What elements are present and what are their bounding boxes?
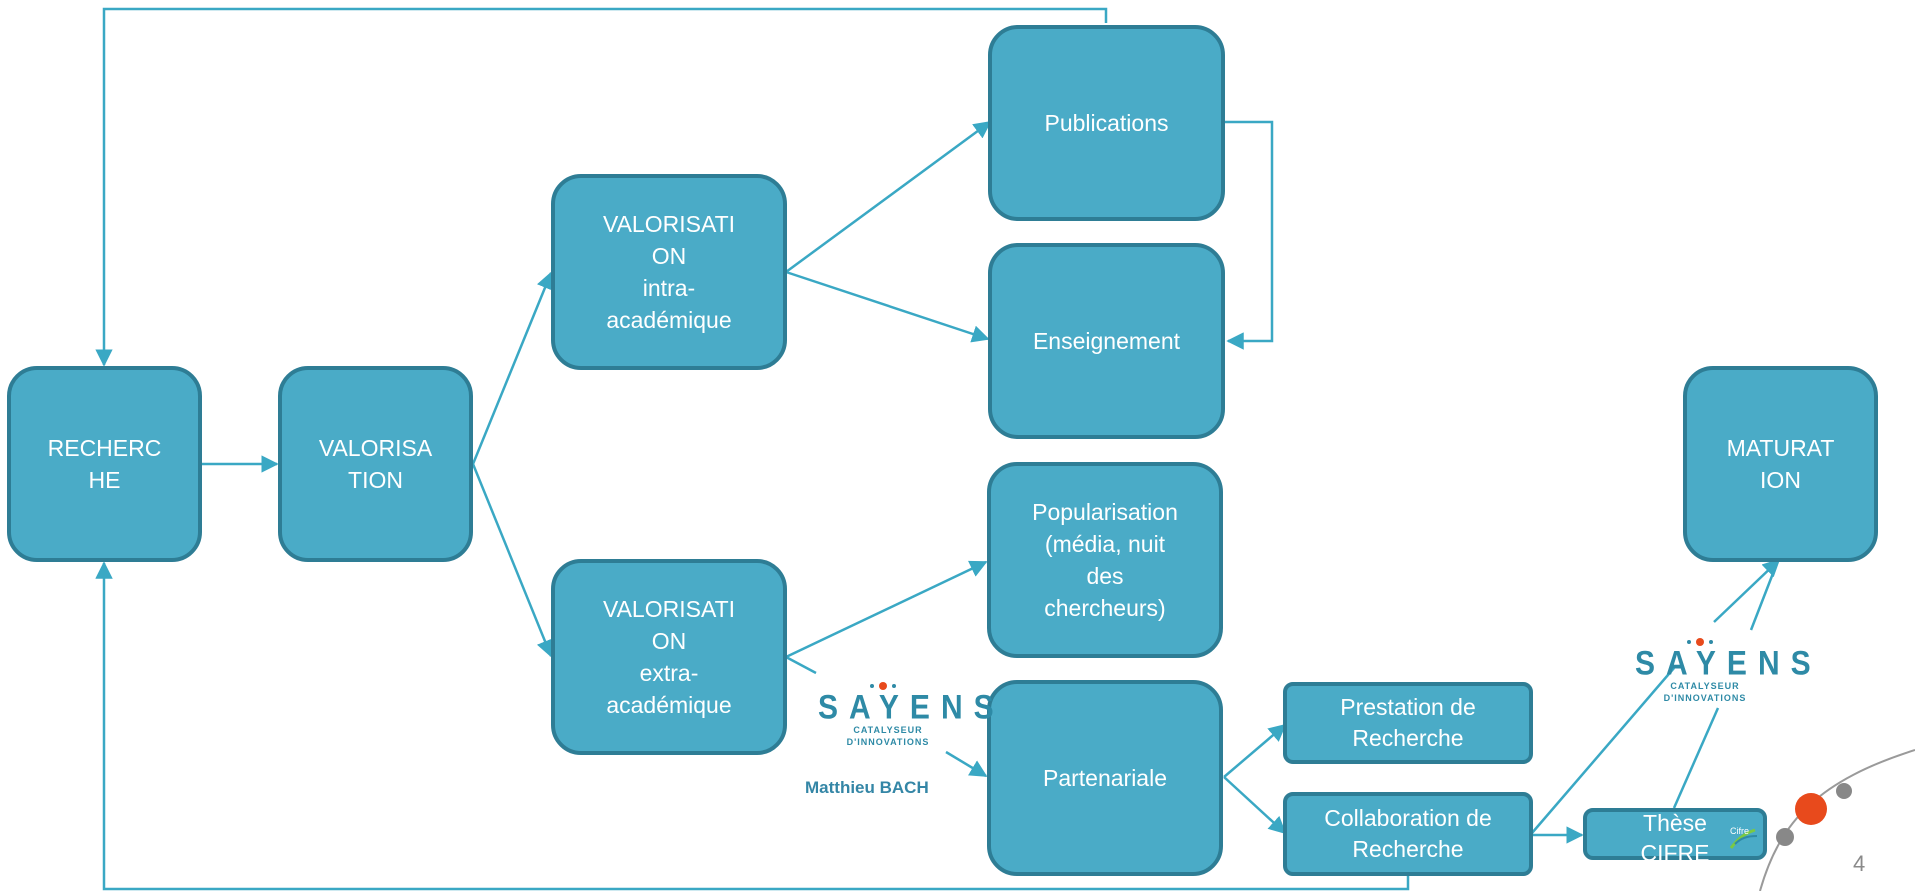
svg-text:Cifre: Cifre xyxy=(1730,826,1749,836)
node-popularisation-label: Popularisation (média, nuit des chercheu… xyxy=(1032,499,1178,621)
node-partenariale: Partenariale xyxy=(987,680,1223,876)
edge-valorisation-to-extra xyxy=(471,463,554,658)
edge-partenariale-to-collaboration xyxy=(1223,776,1287,835)
sayens-logo-left: SAYENS CATALYSEUR D'INNOVATIONS xyxy=(818,680,1005,748)
node-these-cifre-label: Thèse CIFRE xyxy=(1640,810,1710,866)
edge-extra-to-popularisation xyxy=(785,560,988,659)
edge-these-to-maturation xyxy=(1672,707,1720,809)
node-prestation-label: Prestation de Recherche xyxy=(1340,694,1476,751)
sayens-logo-dots xyxy=(818,680,958,692)
sayens-logo-right: SAYENS CATALYSEUR D'INNOVATIONS xyxy=(1635,636,1822,704)
decorative-arc xyxy=(1759,749,1915,891)
sayens-logo-dots-right xyxy=(1635,636,1775,648)
node-valorisation-intra: VALORISATI ON intra- académique xyxy=(551,174,787,370)
node-collaboration: Collaboration de Recherche xyxy=(1283,792,1533,876)
node-recherche-label: RECHERC HE xyxy=(47,435,162,493)
edge-extra-to-partenariale xyxy=(785,655,817,675)
node-maturation: MATURAT ION xyxy=(1683,366,1878,562)
edge-sayens-to-partenariale xyxy=(945,750,988,778)
node-partenariale-label: Partenariale xyxy=(1042,765,1168,791)
cifre-logo-icon: Cifre xyxy=(1729,826,1758,849)
decorative-grey-dot-top xyxy=(1836,783,1852,799)
decorative-corner xyxy=(1759,749,1915,891)
edge-publications-to-enseignement xyxy=(1224,120,1274,350)
edge-valorisation-to-intra xyxy=(471,271,554,465)
person-name: Matthieu BACH xyxy=(805,778,929,797)
node-maturation-label: MATURAT ION xyxy=(1726,435,1835,493)
edge-intra-to-publications xyxy=(785,120,992,274)
node-publications: Publications xyxy=(988,25,1225,221)
edge-sayens-to-maturation-2 xyxy=(1749,562,1779,631)
node-valorisation-intra-label: VALORISATI ON intra- académique xyxy=(602,211,736,333)
node-valorisation-extra-label: VALORISATI ON extra- académique xyxy=(602,596,736,718)
node-valorisation-label: VALORISA TION xyxy=(318,435,433,493)
node-prestation: Prestation de Recherche xyxy=(1283,682,1533,764)
sayens-tagline: CATALYSEUR D'INNOVATIONS xyxy=(846,725,930,747)
edge-collaboration-to-recherche xyxy=(95,561,1410,891)
sayens-brand-text: SAYENS xyxy=(818,688,1005,727)
node-popularisation: Popularisation (média, nuit des chercheu… xyxy=(987,462,1223,658)
sayens-tagline-right: CATALYSEUR D'INNOVATIONS xyxy=(1663,681,1747,703)
edge-sayens-to-maturation-1 xyxy=(1713,558,1781,623)
decorative-grey-dot-left xyxy=(1776,828,1794,846)
edge-collaboration-to-maturation xyxy=(1531,667,1675,834)
node-recherche: RECHERC HE xyxy=(7,366,202,562)
node-valorisation: VALORISA TION xyxy=(278,366,473,562)
node-these-cifre: Thèse CIFRE xyxy=(1583,808,1767,866)
sayens-brand-text-right: SAYENS xyxy=(1635,644,1822,683)
edge-publications-to-recherche xyxy=(95,7,1108,367)
node-valorisation-extra: VALORISATI ON extra- académique xyxy=(551,559,787,755)
page-number: 4 xyxy=(1853,851,1866,876)
decorative-red-dot xyxy=(1795,793,1827,825)
node-publications-label: Publications xyxy=(1044,110,1169,136)
node-collaboration-label: Collaboration de Recherche xyxy=(1324,805,1492,862)
edge-intra-to-enseignement xyxy=(785,270,990,343)
edge-partenariale-to-prestation xyxy=(1223,723,1287,778)
node-enseignement: Enseignement xyxy=(988,243,1225,439)
node-enseignement-label: Enseignement xyxy=(1032,328,1181,354)
